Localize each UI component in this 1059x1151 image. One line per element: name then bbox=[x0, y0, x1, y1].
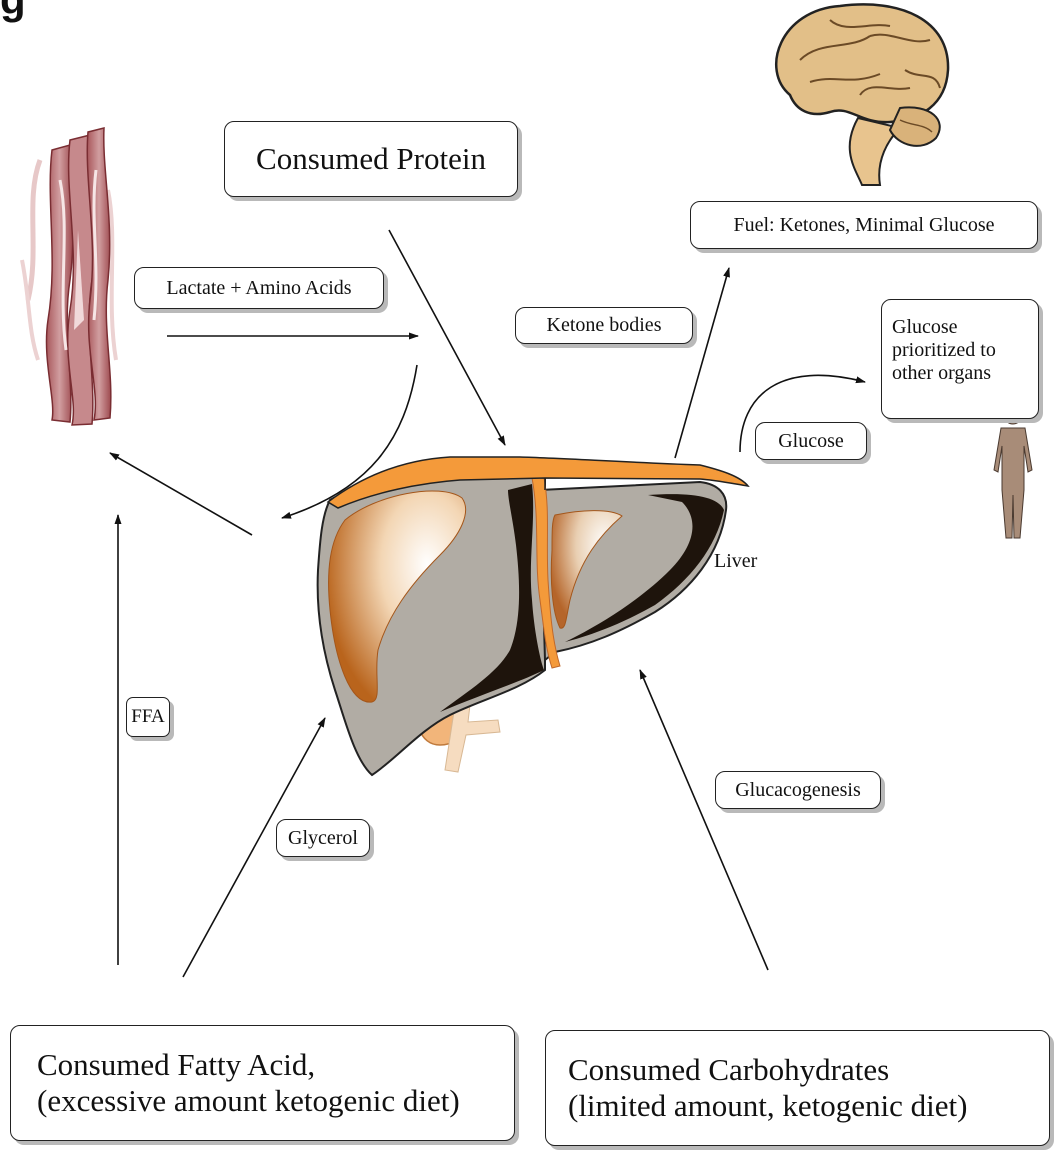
glucose-priority-line3: other organs bbox=[892, 362, 996, 385]
ketone-bodies-label: Ketone bodies bbox=[547, 314, 662, 337]
glucose-label: Glucose bbox=[778, 430, 844, 453]
human-figure-illustration bbox=[994, 406, 1032, 538]
consumed-carbohydrates-box: Consumed Carbohydrates (limited amount, … bbox=[545, 1030, 1050, 1146]
lactate-amino-acids-label: Lactate + Amino Acids bbox=[166, 277, 351, 300]
glycerol-box: Glycerol bbox=[276, 819, 370, 857]
liver-label: Liver bbox=[714, 550, 757, 573]
glycerol-label: Glycerol bbox=[288, 827, 358, 850]
carbs-line1: Consumed Carbohydrates bbox=[568, 1052, 967, 1088]
glucose-priority-line1: Glucose bbox=[892, 316, 996, 339]
figure-label: g bbox=[0, 0, 26, 23]
brain-fuel-label: Fuel: Ketones, Minimal Glucose bbox=[733, 214, 994, 237]
glucose-priority-line2: prioritized to bbox=[892, 339, 996, 362]
fatty-acid-line2: (excessive amount ketogenic diet) bbox=[37, 1083, 460, 1119]
consumed-protein-box: Consumed Protein bbox=[224, 121, 518, 197]
ketone-bodies-box: Ketone bodies bbox=[515, 307, 693, 344]
arrow-protein-to-liver bbox=[389, 230, 505, 445]
consumed-protein-label: Consumed Protein bbox=[256, 141, 486, 177]
arrow-ketones-to-brain bbox=[675, 268, 729, 458]
lactate-amino-acids-box: Lactate + Amino Acids bbox=[134, 267, 384, 309]
brain-illustration bbox=[776, 4, 948, 185]
ffa-box: FFA bbox=[126, 697, 170, 737]
consumed-fatty-acid-box: Consumed Fatty Acid, (excessive amount k… bbox=[10, 1025, 515, 1141]
glucose-box: Glucose bbox=[755, 422, 867, 460]
fatty-acid-line1: Consumed Fatty Acid, bbox=[37, 1047, 460, 1083]
arrow-glucacogenesis bbox=[640, 670, 768, 970]
arrow-liver-to-muscle bbox=[110, 453, 252, 535]
glucacogenesis-box: Glucacogenesis bbox=[715, 771, 881, 809]
muscle-illustration bbox=[22, 128, 116, 425]
glucacogenesis-label: Glucacogenesis bbox=[735, 779, 861, 802]
carbs-line2: (limited amount, ketogenic diet) bbox=[568, 1088, 967, 1124]
liver-illustration bbox=[318, 457, 748, 775]
brain-fuel-box: Fuel: Ketones, Minimal Glucose bbox=[690, 201, 1038, 249]
ffa-label: FFA bbox=[131, 706, 164, 728]
glucose-priority-box: Glucose prioritized to other organs bbox=[881, 299, 1039, 419]
